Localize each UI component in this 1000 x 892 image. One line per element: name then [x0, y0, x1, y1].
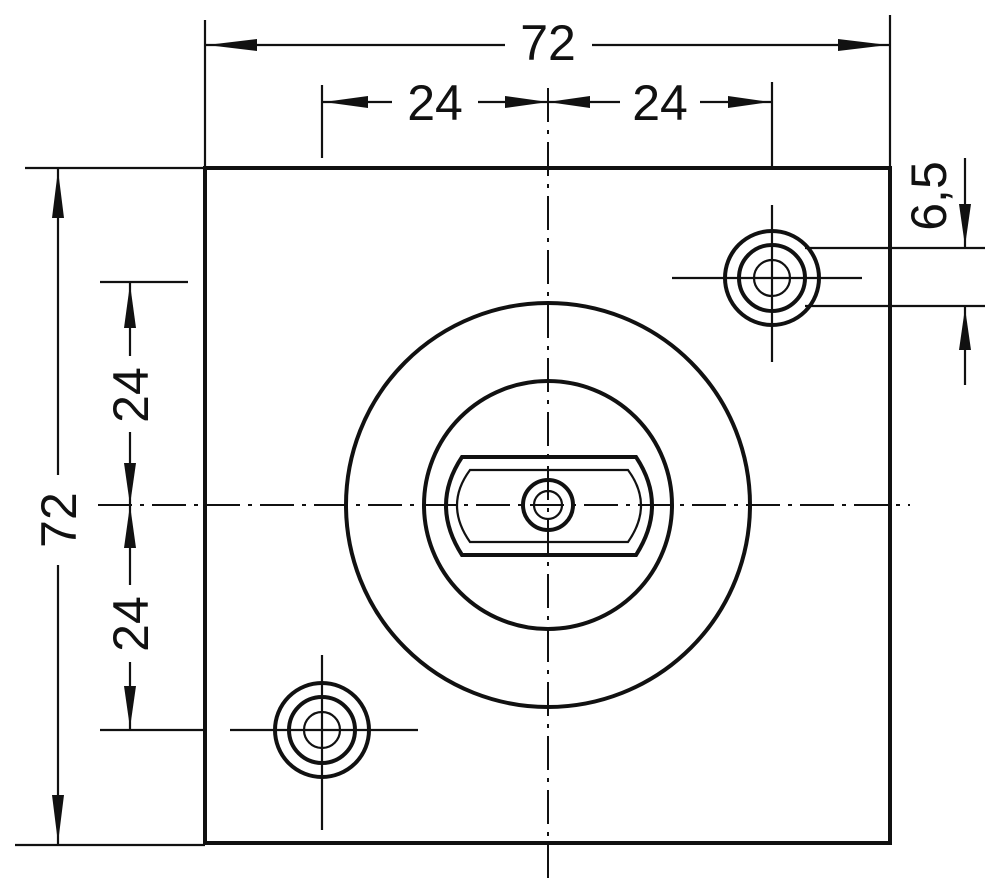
center-hole-inner [532, 489, 564, 521]
dim-hole-offset-right: 24 [632, 75, 688, 131]
dim-hole-offset-left: 24 [407, 75, 463, 131]
central-slot [444, 455, 654, 557]
dim-overall-height: 72 [31, 492, 87, 548]
center-hole-outer [521, 478, 575, 532]
dim-edge-offset: 6,5 [901, 161, 957, 231]
dim-overall-width: 72 [520, 15, 576, 71]
inner-ring-circle [422, 379, 674, 631]
dimension-lines [56, 43, 967, 845]
mounting-hole-top-right [723, 229, 821, 327]
dim-hole-offset-up: 24 [103, 367, 159, 423]
dim-hole-offset-down: 24 [103, 596, 159, 652]
mounting-hole-bottom-left [273, 681, 371, 779]
outer-ring-circle [344, 301, 752, 709]
arrowheads [52, 39, 971, 843]
center-lines [98, 88, 910, 878]
extension-lines [15, 15, 985, 847]
